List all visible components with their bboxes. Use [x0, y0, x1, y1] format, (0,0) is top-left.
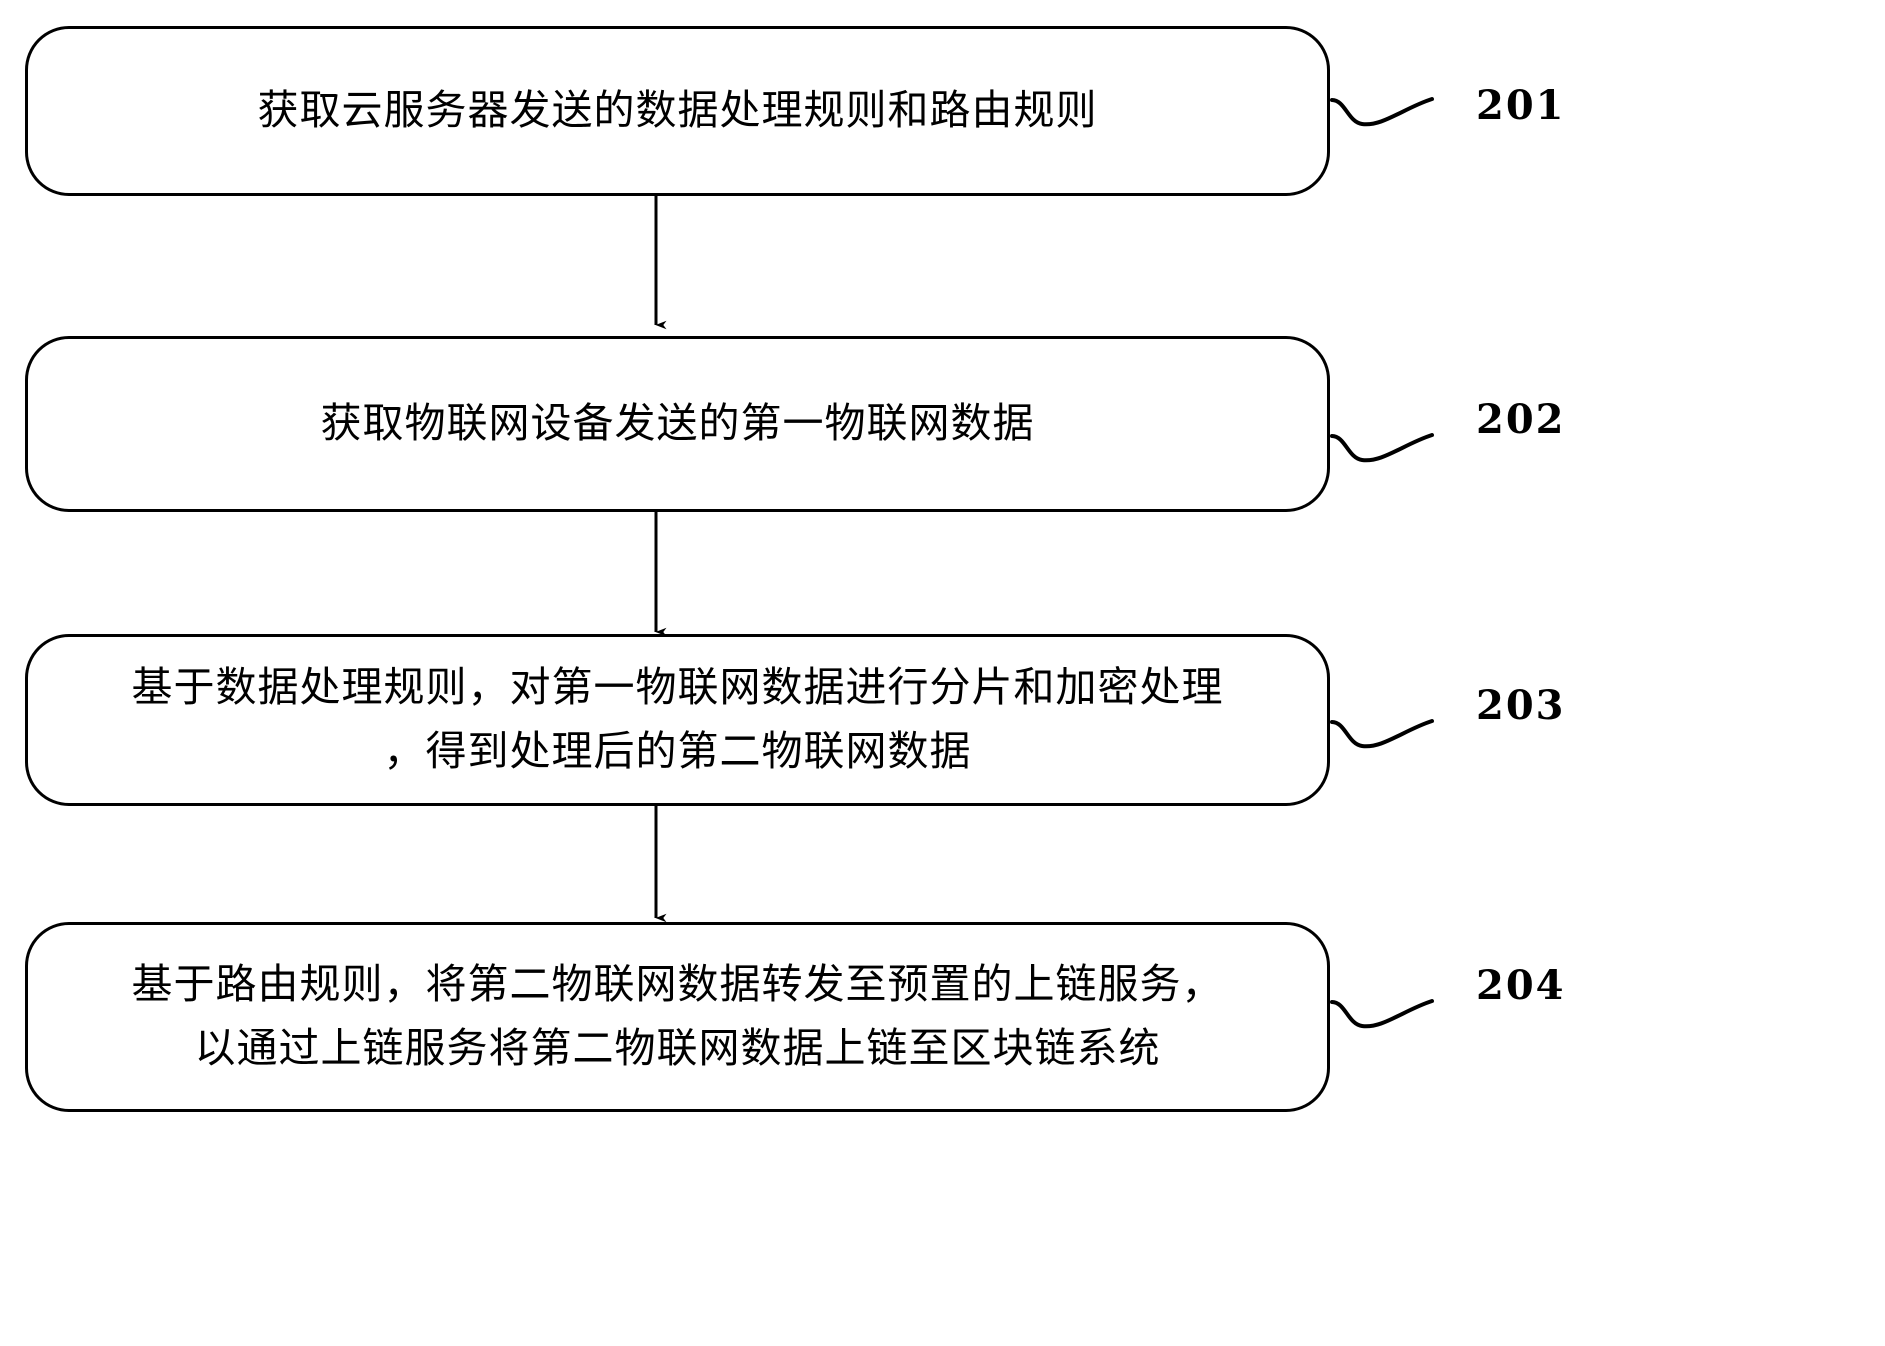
flow-node-step-203[interactable]: 基于数据处理规则，对第一物联网数据进行分片和加密处理 ，得到处理后的第二物联网数…: [25, 634, 1330, 806]
leader-line-202: [1330, 433, 1434, 463]
flow-node-step-204[interactable]: 基于路由规则，将第二物联网数据转发至预置的上链服务， 以通过上链服务将第二物联网…: [25, 922, 1330, 1112]
flow-node-step-203-text: 基于数据处理规则，对第一物联网数据进行分片和加密处理 ，得到处理后的第二物联网数…: [131, 663, 1224, 775]
step-number-204: 204: [1476, 962, 1566, 1009]
step-number-203: 203: [1476, 682, 1566, 729]
flow-node-step-202-text: 获取物联网设备发送的第一物联网数据: [320, 399, 1035, 448]
leader-line-203: [1330, 719, 1434, 749]
leader-line-201: [1330, 97, 1434, 127]
flow-node-step-201-text: 获取云服务器发送的数据处理规则和路由规则: [257, 86, 1098, 135]
step-number-202: 202: [1476, 396, 1566, 443]
flow-node-step-202[interactable]: 获取物联网设备发送的第一物联网数据: [25, 336, 1330, 512]
step-number-201: 201: [1476, 82, 1566, 129]
flow-node-step-201[interactable]: 获取云服务器发送的数据处理规则和路由规则: [25, 26, 1330, 196]
leader-line-204: [1330, 999, 1434, 1029]
flow-node-step-204-text: 基于路由规则，将第二物联网数据转发至预置的上链服务， 以通过上链服务将第二物联网…: [131, 960, 1224, 1072]
